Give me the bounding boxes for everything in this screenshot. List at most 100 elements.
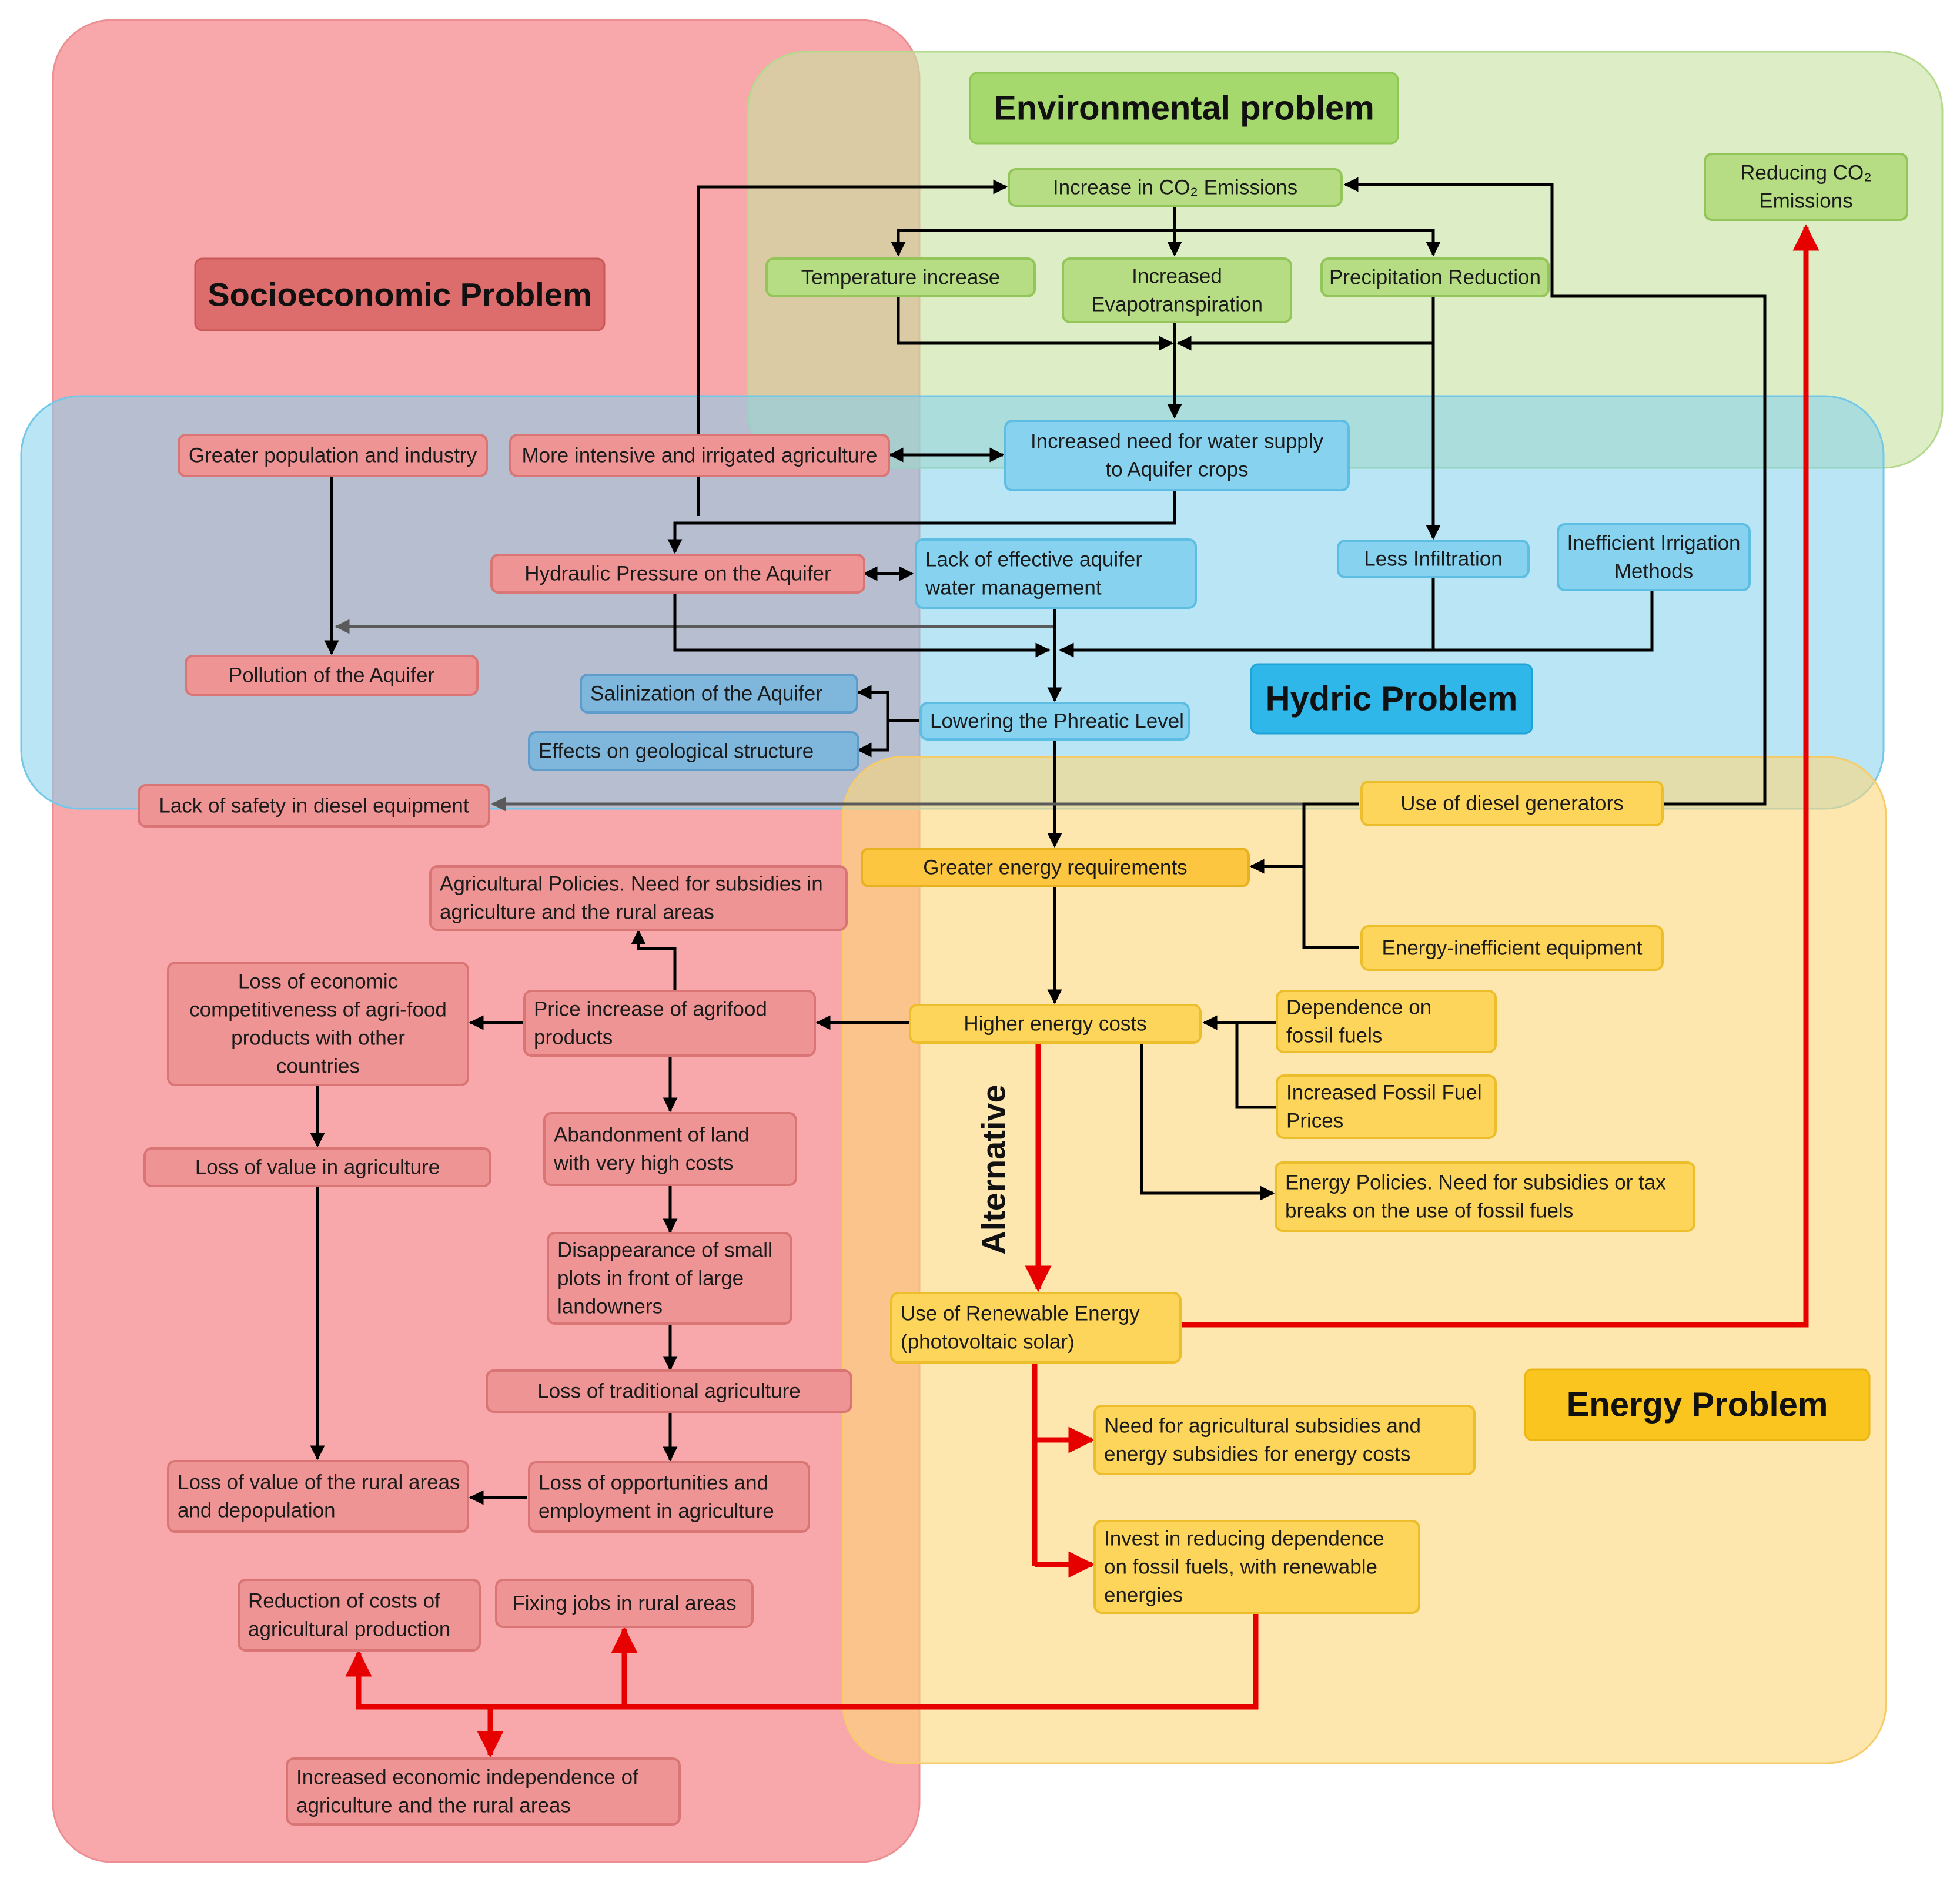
node-label-line: products xyxy=(534,1026,613,1049)
node-label-line: Increased economic independence of xyxy=(296,1766,638,1789)
connector-invest-bottom xyxy=(345,1613,1259,1710)
node-label-line: Greater population and industry xyxy=(189,444,477,467)
node-label-line: Price increase of agrifood xyxy=(534,998,767,1021)
connector-renewable-reduceco2 xyxy=(1180,224,1819,1328)
node-box xyxy=(528,1461,810,1533)
node-dep-fossil: Dependence on fossil fuels xyxy=(1276,990,1497,1053)
node-label-line: fossil fuels xyxy=(1286,1024,1382,1047)
node-label-line: Loss of value in agriculture xyxy=(195,1156,440,1179)
node-label: Increased need for water supply to Aquife… xyxy=(1031,430,1324,481)
node-renewable: Use of Renewable Energy(photovoltaic sol… xyxy=(890,1292,1182,1364)
node-label-line: energies xyxy=(1104,1584,1183,1607)
node-label-line: Lowering the Phreatic Level xyxy=(930,710,1184,733)
node-label: Loss of value in agriculture xyxy=(195,1156,440,1179)
connector-diesel-co2 xyxy=(1343,177,1767,806)
node-geo: Effects on geological structure xyxy=(528,731,859,771)
node-label: Less Infiltration xyxy=(1364,548,1502,571)
node-label-line: Need for agricultural subsidies and xyxy=(1104,1415,1421,1438)
connector-phreatic-salinization xyxy=(857,685,889,721)
node-label-line: Increased need for water supply xyxy=(1031,430,1324,453)
node-label-line: with very high costs xyxy=(553,1152,733,1175)
connector-costs-energypol xyxy=(1140,1043,1275,1201)
node-label-line: on fossil fuels, with renewable xyxy=(1104,1556,1377,1579)
node-box xyxy=(919,702,1190,741)
node-box xyxy=(1275,1161,1695,1232)
connector-hydraulic-phreatic xyxy=(673,592,1051,658)
node-precip: Precipitation Reduction xyxy=(1320,257,1550,297)
node-label-line: Salinization of the Aquifer xyxy=(590,682,822,705)
node-label: Use of diesel generators xyxy=(1400,792,1623,815)
node-label-line: Reducing CO₂ xyxy=(1740,162,1872,185)
connector-ineff-energyreq xyxy=(1302,866,1359,949)
node-label-line: Energy Policies. Need for subsidies or t… xyxy=(1285,1171,1666,1194)
node-price-inc: Price increase of agrifood products xyxy=(523,990,816,1057)
node-label-line: Higher energy costs xyxy=(964,1013,1146,1036)
node-label-line: employment in agriculture xyxy=(539,1500,774,1523)
node-label: Price increase of agrifood products xyxy=(534,998,767,1049)
node-box xyxy=(167,962,469,1086)
node-label: Increase in CO₂ Emissions xyxy=(1053,176,1297,199)
node-box xyxy=(1276,990,1497,1053)
socioeconomic-title: Socioeconomic Problem xyxy=(208,276,592,313)
connector-co2-temp xyxy=(891,229,1175,257)
node-box xyxy=(1004,420,1350,491)
node-box xyxy=(528,731,859,771)
node-label: More intensive and irrigated agriculture xyxy=(521,444,877,467)
node-label: Dependence on fossil fuels xyxy=(1286,996,1431,1047)
connector-diesel-energyreq xyxy=(1249,802,1359,874)
node-label-line: (photovoltaic solar) xyxy=(901,1331,1075,1354)
node-box xyxy=(1276,1074,1497,1139)
node-label-line: agricultural production xyxy=(248,1618,450,1641)
node-pop: Greater population and industry xyxy=(178,434,488,477)
alternative-label: Alternative xyxy=(975,1084,1012,1254)
hydric-title: Hydric Problem xyxy=(1266,680,1518,718)
node-label: Use of Renewable Energy(photovoltaic sol… xyxy=(901,1302,1140,1354)
node-safety: Lack of safety in diesel equipment xyxy=(138,784,490,828)
node-label-line: Precipitation Reduction xyxy=(1329,266,1541,289)
connector-fossilprice-costs xyxy=(1235,1023,1276,1109)
node-label-line: Lack of effective aquifer xyxy=(925,548,1142,571)
node-box xyxy=(1557,523,1751,591)
node-label: Fixing jobs in rural areas xyxy=(512,1592,736,1615)
node-box xyxy=(890,1292,1182,1364)
node-label: Energy Policies. Need for subsidies or t… xyxy=(1285,1171,1666,1222)
node-label-line: Methods xyxy=(1614,560,1693,583)
node-label-line: Inefficient Irrigation xyxy=(1567,532,1740,555)
node-box xyxy=(1360,925,1664,971)
node-label-line: Reduction of costs of xyxy=(248,1590,440,1613)
node-label-line: Loss of economic xyxy=(238,970,398,993)
node-label: Temperature increase xyxy=(801,266,1001,289)
connector-to-co2 xyxy=(697,179,1008,516)
node-box xyxy=(486,1369,852,1413)
node-red-costs: Reduction of costs of agricultural produc… xyxy=(238,1579,481,1652)
connector-temp-merge xyxy=(897,289,1174,351)
node-label-line: Greater energy requirements xyxy=(923,856,1187,879)
node-label-line: Energy-inefficient equipment xyxy=(1382,937,1643,960)
node-label-line: Increased Fossil Fuel xyxy=(1286,1081,1482,1104)
node-box xyxy=(1320,257,1550,297)
node-box xyxy=(915,538,1197,609)
node-label-line: to Aquifer crops xyxy=(1105,458,1248,481)
node-box xyxy=(1360,781,1664,826)
node-label-line: Lack of safety in diesel equipment xyxy=(159,795,469,818)
node-label-line: Use of diesel generators xyxy=(1400,792,1623,815)
node-label-line: Temperature increase xyxy=(801,266,1001,289)
node-invest: Invest in reducing dependence on fossil f… xyxy=(1093,1520,1420,1614)
node-label: Higher energy costs xyxy=(964,1013,1146,1036)
node-label-line: Dependence on xyxy=(1286,996,1431,1019)
node-box xyxy=(495,1579,754,1628)
node-temp: Temperature increase xyxy=(765,257,1036,297)
node-label-line: Invest in reducing dependence xyxy=(1104,1528,1384,1550)
